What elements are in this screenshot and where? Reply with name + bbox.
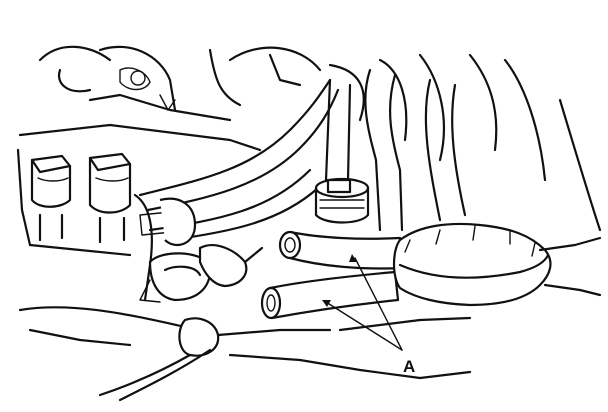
engine-upper-contours: [38, 45, 602, 232]
vertical-hoses: [324, 68, 467, 232]
lower-foreground: [18, 306, 472, 402]
hose-lower: [260, 270, 400, 320]
callout-label: A: [403, 357, 415, 376]
callout-leaders: [322, 254, 403, 351]
hose-upper: [278, 230, 407, 270]
valve-block: [16, 123, 262, 257]
reservoir-cap: [392, 222, 602, 307]
sensor-connector: [314, 177, 370, 224]
hose-clamp-assembly: [133, 193, 264, 303]
